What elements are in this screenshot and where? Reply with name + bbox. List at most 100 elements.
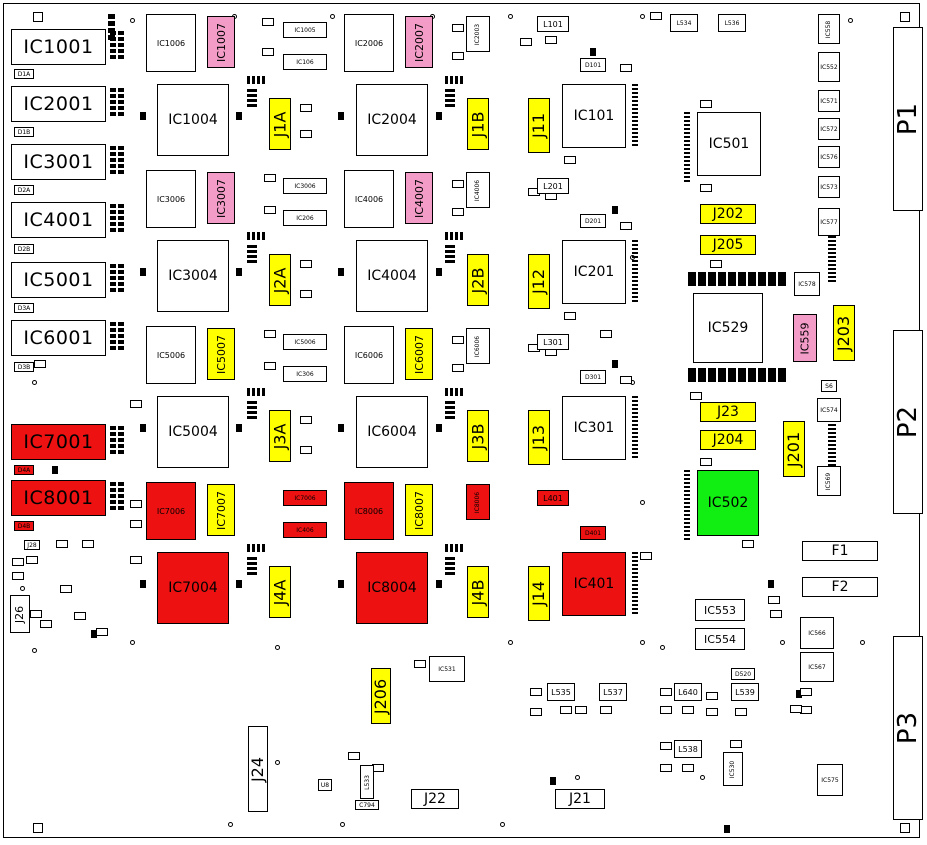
component-label: IC4006 <box>474 179 482 201</box>
corner-marker <box>33 823 43 833</box>
pad <box>338 580 344 588</box>
component-ic301: IC301 <box>562 396 626 460</box>
component-label: IC4007 <box>412 178 426 218</box>
component-ic554: IC554 <box>695 628 745 650</box>
pin-row <box>445 232 463 240</box>
component-label: J2A <box>270 267 290 293</box>
component-j11: J11 <box>528 98 550 153</box>
smd-part <box>130 556 142 564</box>
component-ic8001: IC8001 <box>11 480 106 516</box>
component-label: J4B <box>468 579 488 605</box>
component-ic4004: IC4004 <box>356 240 428 312</box>
component-j24: J24 <box>248 726 268 812</box>
smd-part <box>660 742 672 750</box>
smd-part <box>56 540 68 548</box>
pin-strip <box>118 204 124 232</box>
component-label: IC201 <box>573 264 615 280</box>
component-label: IC8007 <box>412 490 426 530</box>
component-ic6004: IC6004 <box>356 396 428 468</box>
component-j1a: J1A <box>269 98 291 150</box>
component-label: IC7004 <box>168 580 218 596</box>
component-l535: L535 <box>547 683 575 701</box>
pad-row <box>688 368 786 382</box>
component-f1: F1 <box>802 541 878 561</box>
component-j2b: J2B <box>467 254 489 306</box>
component-ic8006: IC8006 <box>344 482 394 540</box>
component-label: J206 <box>371 678 391 714</box>
pad <box>91 630 97 638</box>
smd-part <box>530 688 542 696</box>
pin-strip <box>110 204 116 232</box>
pin-column <box>632 84 638 146</box>
component-ic6001: IC6001 <box>11 320 106 356</box>
smd-part <box>96 628 108 636</box>
component-ic101: IC101 <box>562 84 626 148</box>
mounting-hole <box>780 640 785 645</box>
component-j13: J13 <box>528 410 550 465</box>
smd-part <box>264 206 276 214</box>
smd-part <box>700 458 712 466</box>
pad <box>338 268 344 276</box>
component-label: IC7006 <box>156 506 186 516</box>
mounting-hole <box>20 586 25 591</box>
pin-row <box>445 76 463 84</box>
component-label: IC7001 <box>23 431 94 453</box>
corner-marker <box>900 12 910 22</box>
pin-strip <box>110 482 116 510</box>
component-ic3001: IC3001 <box>11 144 106 180</box>
smd-part <box>452 208 464 216</box>
component-label: D401 <box>584 529 602 537</box>
smd-part <box>682 764 694 772</box>
smd-part <box>620 222 632 230</box>
smd-part <box>706 692 718 700</box>
pad <box>436 424 442 432</box>
smd-part <box>800 688 812 696</box>
component-label: IC571 <box>820 97 838 105</box>
smd-part <box>300 290 312 298</box>
pin-column <box>828 424 836 470</box>
component-ic1004: IC1004 <box>157 84 229 156</box>
mounting-hole <box>275 645 280 650</box>
component-label: IC566 <box>808 629 826 637</box>
component-label: IC1001 <box>23 36 94 58</box>
component-label: J2B <box>468 267 488 293</box>
component-label: IC559 <box>798 322 812 354</box>
component-label: IC8001 <box>23 487 94 509</box>
smd-part <box>452 24 464 32</box>
pad <box>140 112 146 120</box>
smd-part <box>730 740 742 748</box>
mounting-hole <box>340 822 345 827</box>
component-l539: L539 <box>731 683 759 701</box>
component-ic1007: IC1007 <box>207 16 235 68</box>
smd-part <box>560 706 572 714</box>
component-j202: J202 <box>700 204 756 224</box>
component-ic567: IC567 <box>800 652 834 682</box>
component-ic576: IC576 <box>818 146 840 168</box>
smd-part <box>300 416 312 424</box>
component-label: P1 <box>893 102 923 136</box>
pin-strip <box>110 88 116 116</box>
component-label: D201 <box>584 217 602 225</box>
component-label: J21 <box>569 791 591 807</box>
component-d2b: D2B <box>14 244 34 254</box>
smd-part <box>130 500 142 508</box>
component-ic8006: IC8006 <box>466 484 490 520</box>
component-ic8004: IC8004 <box>356 552 428 624</box>
component-ic406: IC406 <box>283 522 327 538</box>
component-label: IC574 <box>820 406 838 414</box>
component-ic566: IC566 <box>800 617 834 649</box>
component-d101: D101 <box>580 58 606 72</box>
pin-row <box>445 544 463 552</box>
component-label: J1B <box>468 111 488 137</box>
component-label: IC567 <box>808 663 826 671</box>
component-label: D301 <box>584 373 602 381</box>
pin-row <box>445 245 455 263</box>
smd-part <box>414 660 426 668</box>
smd-part <box>600 330 612 338</box>
pin-column <box>684 112 690 182</box>
pin-column <box>632 552 638 614</box>
component-ic206: IC206 <box>283 210 327 226</box>
pin-row <box>247 245 257 263</box>
mounting-hole <box>500 822 505 827</box>
component-label: IC2004 <box>367 112 417 128</box>
